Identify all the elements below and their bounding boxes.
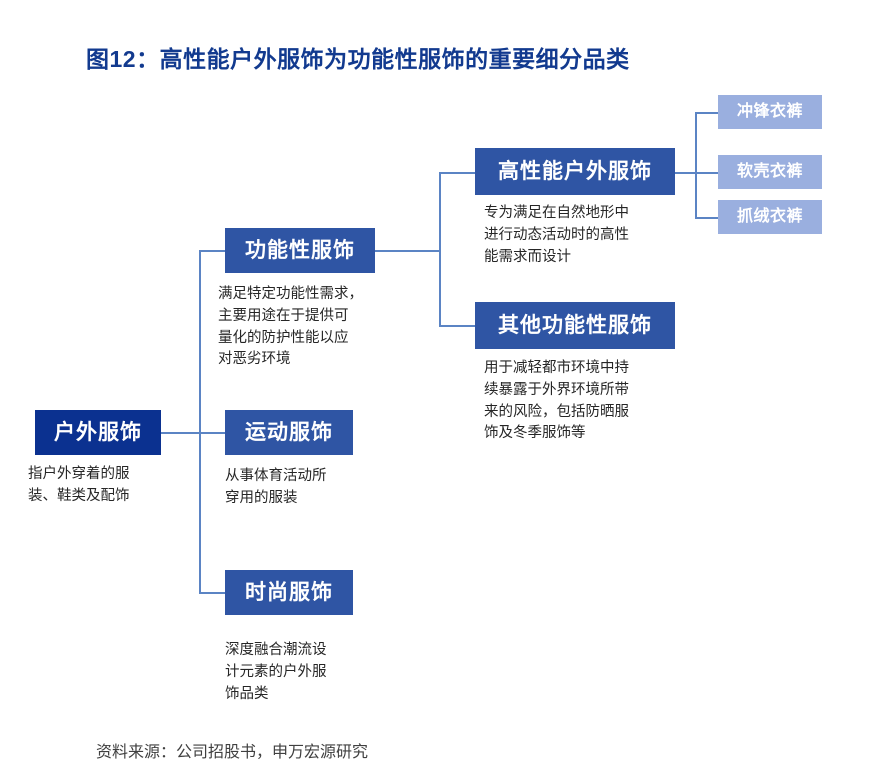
page-title: 图12：高性能户外服饰为功能性服饰的重要细分品类 bbox=[86, 46, 630, 72]
connector-trunk-to-fashion bbox=[199, 592, 226, 594]
connector-trunk3-upper bbox=[695, 112, 697, 174]
desc-high-performance-outdoor-apparel: 专为满足在自然地形中 进行动态活动时的高性 能需求而设计 bbox=[484, 205, 629, 265]
node-functional-apparel[interactable]: 功能性服饰 bbox=[225, 228, 375, 273]
node-label: 抓绒衣裤 bbox=[736, 208, 803, 226]
connector-trunk3-to-softshell bbox=[695, 172, 719, 174]
node-high-performance-outdoor-apparel[interactable]: 高性能户外服饰 bbox=[475, 148, 675, 195]
node-label: 冲锋衣裤 bbox=[736, 103, 803, 121]
node-hardshell-jacket-pants[interactable]: 冲锋衣裤 bbox=[718, 95, 822, 129]
node-label: 软壳衣裤 bbox=[736, 163, 803, 181]
source-note: 资料来源：公司招股书，申万宏源研究 bbox=[96, 744, 369, 761]
node-outdoor-apparel[interactable]: 户外服饰 bbox=[35, 410, 161, 455]
connector-trunk-to-sports bbox=[199, 432, 226, 434]
connector-trunk-to-functional bbox=[199, 250, 226, 252]
connector-trunk3-to-shell bbox=[695, 112, 719, 114]
node-label: 运动服饰 bbox=[245, 420, 333, 444]
desc-outdoor-apparel: 指户外穿着的服 装、鞋类及配饰 bbox=[28, 466, 130, 504]
desc-functional-apparel: 满足特定功能性需求， 主要用途在于提供可 量化的防护性能以应 对恶劣环境 bbox=[218, 286, 363, 368]
connector-highperf-to-trunk3 bbox=[675, 172, 696, 174]
desc-sports-apparel: 从事体育活动所 穿用的服装 bbox=[225, 468, 327, 506]
node-fashion-apparel[interactable]: 时尚服饰 bbox=[225, 570, 353, 615]
connector-trunk-level2 bbox=[199, 250, 201, 434]
connector-trunk3-to-fleece bbox=[695, 217, 719, 219]
connector-root-to-trunk bbox=[160, 432, 200, 434]
node-label: 高性能户外服饰 bbox=[498, 159, 652, 183]
node-fleece-jacket-pants[interactable]: 抓绒衣裤 bbox=[718, 200, 822, 234]
connector-trunk2-upper bbox=[439, 172, 441, 252]
node-sports-apparel[interactable]: 运动服饰 bbox=[225, 410, 353, 455]
node-label: 时尚服饰 bbox=[245, 580, 333, 604]
connector-trunk2-lower bbox=[439, 250, 441, 326]
node-label: 其他功能性服饰 bbox=[498, 313, 652, 337]
desc-other-functional-apparel: 用于减轻都市环境中持 续暴露于外界环境所带 来的风险，包括防晒服 饰及冬季服饰等 bbox=[484, 360, 629, 442]
desc-fashion-apparel: 深度融合潮流设 计元素的户外服 饰品类 bbox=[225, 642, 327, 702]
connector-trunk-level2-lower bbox=[199, 432, 201, 594]
node-other-functional-apparel[interactable]: 其他功能性服饰 bbox=[475, 302, 675, 349]
connector-functional-to-trunk2 bbox=[374, 250, 440, 252]
node-softshell-jacket-pants[interactable]: 软壳衣裤 bbox=[718, 155, 822, 189]
connector-trunk3-lower bbox=[695, 172, 697, 218]
node-label: 户外服饰 bbox=[54, 420, 142, 444]
connector-trunk2-to-otherfunc bbox=[439, 325, 476, 327]
connector-trunk2-to-highperf bbox=[439, 172, 476, 174]
node-label: 功能性服饰 bbox=[245, 238, 355, 262]
